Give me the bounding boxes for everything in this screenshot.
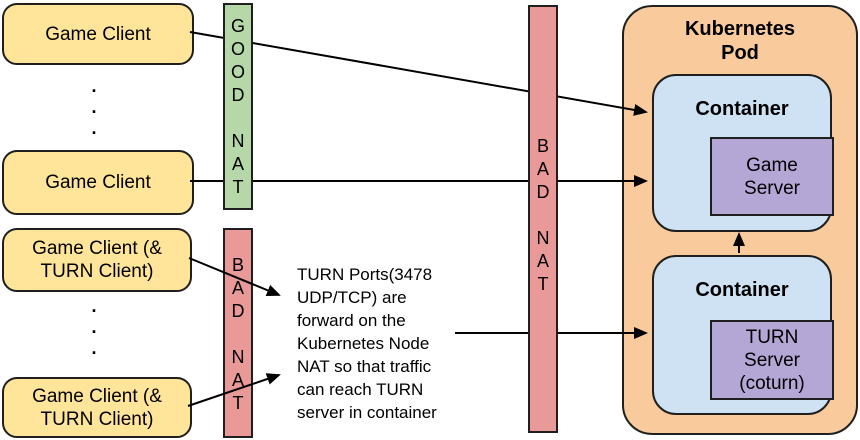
bad-nat-middle-box: B A D N A T <box>528 5 558 433</box>
game-server-box: Game Server <box>710 137 834 216</box>
ellipsis-dots-2: . . . <box>91 296 97 358</box>
bad-nat-left-box: B A D N A T <box>223 228 253 438</box>
arrow-client1-to-game-server <box>189 31 648 116</box>
game-client-box-2: Game Client <box>2 150 194 215</box>
turn-client-box-2: Game Client (& TURN Client) <box>2 377 192 438</box>
container-game-title: Container <box>695 98 789 120</box>
ellipsis-dots-1: . . . <box>91 76 97 138</box>
kubernetes-pod: Kubernetes Pod Container Game Server Con… <box>622 5 858 435</box>
container-turn-title: Container <box>695 279 789 301</box>
good-nat-box: G O O D N A T <box>223 3 253 210</box>
turn-client-box-1: Game Client (& TURN Client) <box>2 228 192 292</box>
container-turn: Container TURN Server (coturn) <box>652 255 834 415</box>
turn-server-box: TURN Server (coturn) <box>710 320 834 400</box>
turn-ports-annotation: TURN Ports(3478 UDP/TCP) are forward on … <box>297 265 437 422</box>
game-client-box-1: Game Client <box>2 3 194 65</box>
kubernetes-pod-title: Kubernetes Pod <box>684 18 796 64</box>
container-game: Container Game Server <box>652 74 834 232</box>
